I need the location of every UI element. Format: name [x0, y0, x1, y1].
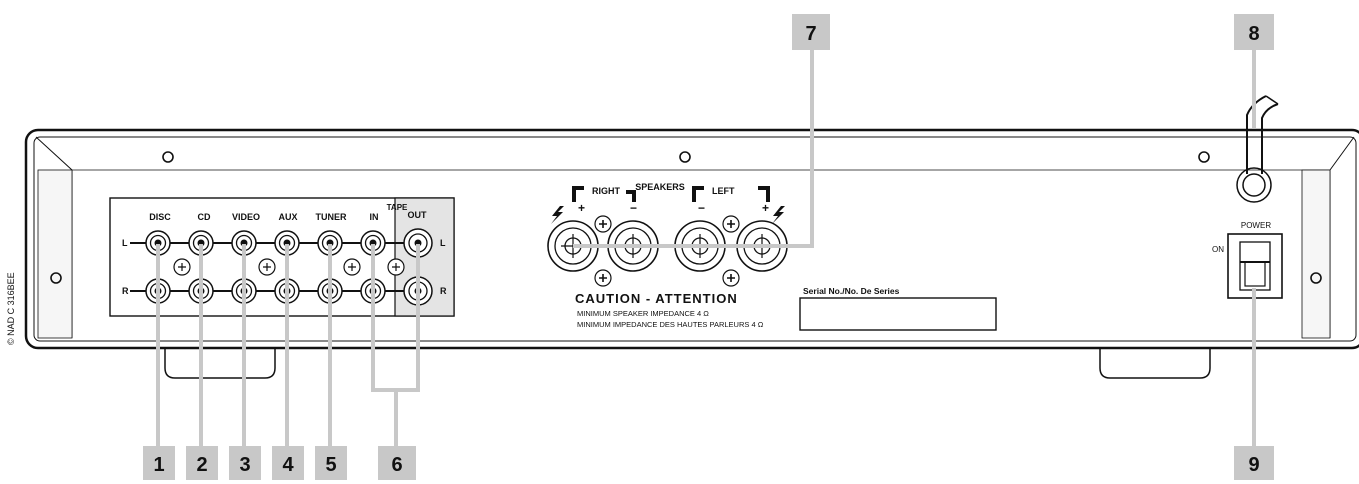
right-plus: +: [578, 201, 585, 215]
speakers-label: SPEAKERS: [635, 182, 685, 192]
svg-text:2: 2: [196, 454, 207, 476]
input-label-tuner: TUNER: [316, 212, 347, 222]
input-label-cd: CD: [198, 212, 211, 222]
power-cord: [1236, 95, 1279, 203]
caution-title: CAUTION - ATTENTION: [575, 291, 738, 306]
input-label-disc: DISC: [149, 212, 171, 222]
callout-boxes: 1 2 3 4 5 6 7 8 9: [143, 14, 1274, 480]
svg-text:7: 7: [805, 23, 816, 45]
svg-text:3: 3: [239, 454, 250, 476]
callout-5: 5: [315, 446, 347, 480]
input-label-video: VIDEO: [232, 212, 260, 222]
callout-1: 1: [143, 446, 175, 480]
svg-text:8: 8: [1248, 23, 1259, 45]
svg-text:1: 1: [153, 454, 164, 476]
callout-9: 9: [1234, 446, 1274, 480]
tape-label: TAPE: [387, 203, 408, 212]
right-minus: −: [630, 201, 637, 215]
callout-8: 8: [1234, 14, 1274, 50]
lightning-icon: [551, 206, 564, 224]
svg-text:4: 4: [282, 454, 294, 476]
copyright-text: © NAD C 316BEE: [6, 272, 16, 345]
power-on-label: ON: [1212, 245, 1224, 254]
input-jacks-block: DISC CD VIDEO AUX TUNER IN OUT TAPE L R …: [109, 197, 455, 317]
callout-7: 7: [792, 14, 830, 50]
power-switch: POWER ON: [1212, 221, 1283, 299]
caution-line-1: MINIMUM SPEAKER IMPEDANCE 4 Ω: [577, 309, 709, 318]
serial-label: Serial No./No. De Series: [803, 286, 900, 296]
lightning-icon: [772, 206, 785, 224]
svg-text:6: 6: [391, 454, 402, 476]
left-plus: +: [762, 201, 769, 215]
right-channel-mark-out: R: [440, 286, 447, 296]
svg-text:5: 5: [325, 454, 336, 476]
callout-leaders: [156, 50, 1256, 446]
chassis: [24, 128, 1359, 379]
speaker-terminals: RIGHT SPEAKERS LEFT + − − +: [547, 182, 788, 287]
left-channel-mark: L: [122, 238, 128, 248]
input-label-tape-in: IN: [370, 212, 379, 222]
serial-plate: [799, 297, 997, 331]
svg-text:9: 9: [1248, 454, 1259, 476]
left-minus: −: [698, 201, 705, 215]
speakers-left-label: LEFT: [712, 186, 735, 196]
callout-4: 4: [272, 446, 304, 480]
callout-3: 3: [229, 446, 261, 480]
power-label: POWER: [1241, 221, 1271, 230]
callout-2: 2: [186, 446, 218, 480]
left-channel-mark-out: L: [440, 238, 446, 248]
screw-icon: [50, 151, 1322, 284]
callout-6: 6: [378, 446, 416, 480]
input-label-tape-out: OUT: [408, 210, 428, 220]
speakers-right-label: RIGHT: [592, 186, 621, 196]
input-label-aux: AUX: [278, 212, 297, 222]
caution-line-2: MINIMUM IMPEDANCE DES HAUTES PARLEURS 4 …: [577, 320, 764, 329]
right-channel-mark: R: [122, 286, 129, 296]
